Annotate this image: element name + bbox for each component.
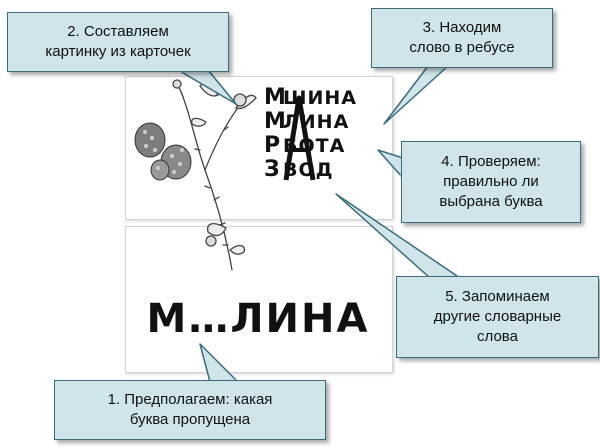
pointer-step4 [377,149,404,179]
picture-card-bottom [125,226,393,373]
word-with-missing-letter: М…ЛИНА [146,296,370,342]
callout-step-5-text: 5. Запоминаем другие словарные слова [433,288,562,345]
pointer-step3 [383,65,449,125]
callout-step-2-text: 2. Составляем картинку из карточек [45,23,191,60]
pointer-step1 [199,343,239,383]
callout-step-3-text: 3. Находим слово в ребусе [409,19,515,56]
callout-step-4: 4. Проверяем: правильно ли выбрана буква [401,141,581,223]
rebus-row: МЛИНА [264,110,388,134]
rebus-row-first-letter: М [264,109,286,134]
callout-step-1: 1. Предполагаем: какая буква пропущена [54,380,326,440]
callout-step-2: 2. Составляем картинку из карточек [7,12,229,72]
callout-step-1-text: 1. Предполагаем: какая буква пропущена [107,391,273,428]
pointer-step2 [177,69,237,105]
callout-step-4-text: 4. Проверяем: правильно ли выбрана буква [439,153,543,210]
rebus-row-first-letter: М [264,85,286,110]
callout-step-5: 5. Запоминаем другие словарные слова [396,276,599,358]
callout-step-3: 3. Находим слово в ребусе [371,8,553,68]
rebus-row-first-letter: З [264,157,280,182]
rebus-row-rest: ЛИНА [283,111,350,133]
rebus-row-first-letter: Р [264,133,281,158]
rebus-row-rest: ВОД [283,159,334,181]
